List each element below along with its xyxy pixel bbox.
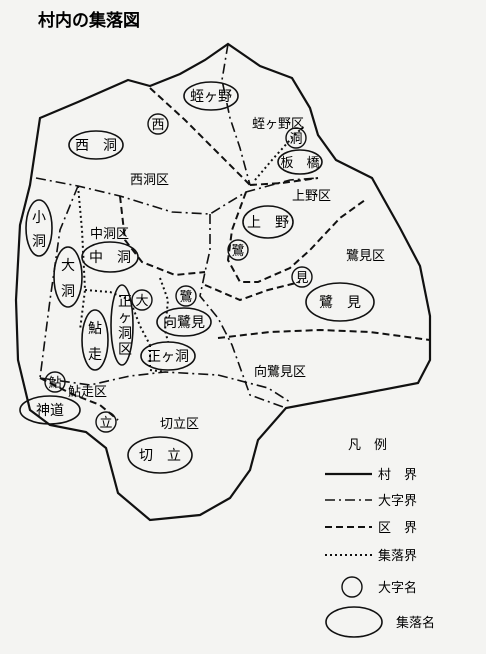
- settlement-nishibora: 西 洞: [75, 138, 117, 154]
- legend-title: 凡 例: [348, 438, 387, 453]
- oaza-sagi2: 鷺: [179, 289, 192, 305]
- district-label-mukaisagimi: 向鷺見区: [254, 364, 306, 380]
- legend-label-oaza-name: 大字名: [378, 580, 417, 596]
- settlement-hirugano: 蛭ヶ野: [190, 89, 232, 105]
- svg-text:区: 区: [118, 342, 132, 358]
- settlement-oobora: 大 洞: [61, 258, 75, 300]
- svg-text:大: 大: [61, 258, 75, 274]
- district-boundary-kamino-north: [249, 177, 319, 186]
- settlement-markers: [19, 81, 375, 474]
- district-boundary-kamino: [226, 191, 366, 283]
- settlement-markers-vertical: [25, 199, 134, 371]
- district-boundary-nishibora: [149, 87, 251, 186]
- oaza-boundary-south: [39, 371, 219, 386]
- svg-text:正: 正: [118, 294, 132, 310]
- district-boundary-sagimi: [204, 281, 301, 302]
- district-label-kiritate: 切立区: [160, 417, 199, 432]
- oaza-sagi: 鷺: [231, 243, 244, 259]
- oaza-mi: 見: [295, 271, 308, 286]
- svg-text:走: 走: [88, 347, 102, 363]
- legend-label-settlement-boundary: 集落界: [378, 548, 417, 564]
- oaza-hora: 洞: [289, 132, 302, 147]
- oaza-markers: 西 洞 鷺 見 鷺 大 鮎 立: [44, 113, 313, 433]
- settlement-mukaisagimi: 向鷺見: [163, 315, 205, 331]
- svg-text:小: 小: [32, 210, 46, 226]
- settlement-ayubashiri: 鮎 走: [88, 321, 102, 363]
- oaza-nishi: 西: [151, 118, 164, 133]
- legend-label-district: 区 界: [378, 521, 417, 536]
- settlement-kobora: 小 洞: [32, 210, 46, 250]
- settlement-boundary-shogabora: [159, 277, 170, 343]
- settlement-kamino: 上 野: [247, 215, 289, 231]
- oaza-boundary-hirugano: [221, 43, 251, 186]
- settlement-sagimi: 鷺 見: [319, 295, 361, 311]
- settlement-boundary-south: [149, 345, 166, 373]
- settlement-nakabora: 中 洞: [89, 250, 131, 266]
- district-label-shogabora: 正 ヶ 洞 区: [118, 294, 132, 358]
- district-label-hirugano: 蛭ヶ野区: [252, 117, 304, 132]
- legend: 凡 例 村 界 大字界 区 界 集落界 大字名 集落名: [325, 438, 435, 638]
- district-label-nishibora: 西洞区: [130, 173, 169, 188]
- map-title: 村内の集落図: [38, 10, 140, 31]
- settlement-shogabora: 正ヶ洞: [147, 349, 189, 365]
- district-label-ayubashiri: 鮎走区: [68, 385, 107, 400]
- oaza-oo: 大: [135, 294, 148, 309]
- district-label-kamino: 上野区: [292, 189, 331, 204]
- district-boundary-nakabora: [119, 195, 206, 277]
- oaza-boundary-east: [199, 214, 287, 409]
- oaza-boundary-southeast: [217, 374, 291, 403]
- oaza-ayu: 鮎: [48, 376, 61, 391]
- legend-label-village: 村 界: [378, 468, 417, 483]
- district-boundary-mukaisagimi: [217, 328, 431, 341]
- svg-text:洞: 洞: [118, 326, 132, 342]
- settlement-itahashi: 板 橋: [280, 156, 319, 171]
- svg-text:ヶ: ヶ: [118, 310, 132, 326]
- settlement-jindo: 神道: [36, 403, 64, 419]
- svg-text:洞: 洞: [61, 284, 75, 300]
- district-label-sagimi: 鷺見区: [346, 248, 385, 264]
- village-boundary: [14, 42, 432, 522]
- legend-label-oaza: 大字界: [378, 494, 417, 509]
- oaza-tate: 立: [99, 416, 112, 431]
- svg-text:鮎: 鮎: [88, 321, 102, 337]
- district-label-nakabora: 中洞区: [90, 227, 129, 242]
- district-boundaries: [39, 87, 431, 421]
- legend-label-settlement-name: 集落名: [396, 615, 435, 631]
- legend-small-circle: [341, 576, 363, 598]
- svg-text:洞: 洞: [32, 234, 46, 250]
- oaza-boundary-north: [35, 177, 319, 215]
- legend-ellipse: [325, 606, 383, 638]
- settlement-kiritate: 切 立: [139, 448, 181, 464]
